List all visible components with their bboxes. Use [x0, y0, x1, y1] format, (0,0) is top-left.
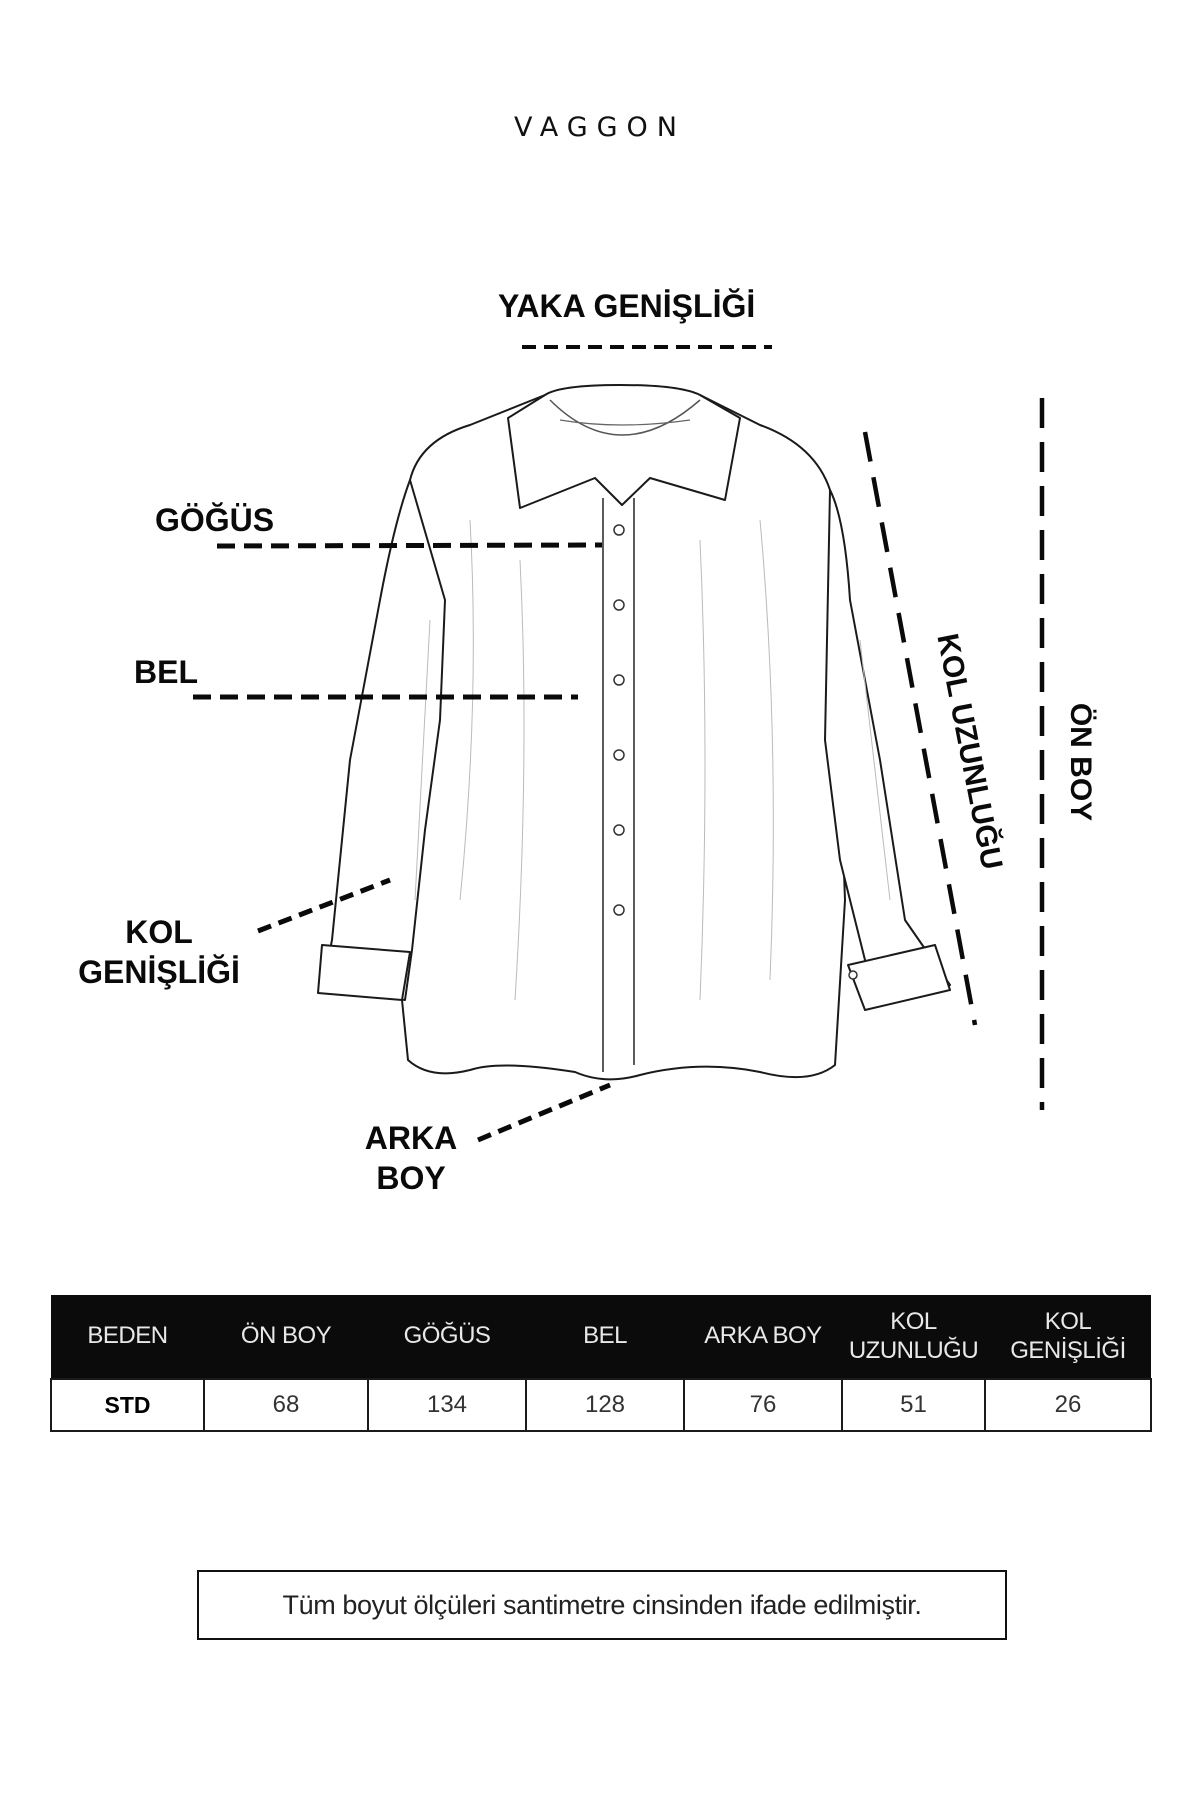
header-bel: BEL: [526, 1295, 684, 1379]
cell-bel: 128: [525, 1378, 685, 1432]
label-kol-genisligi: KOL GENİŞLİĞİ: [68, 912, 250, 992]
header-kol-uzunlugu: KOL UZUNLUĞU: [842, 1295, 985, 1379]
cell-kol-genisligi: 26: [984, 1378, 1152, 1432]
header-on-boy: ÖN BOY: [204, 1295, 368, 1379]
shirt-illustration: [317, 384, 951, 1081]
label-arka-boy-line2: BOY: [376, 1160, 446, 1196]
cell-arka-boy: 76: [683, 1378, 843, 1432]
label-gogus: GÖĞÜS: [155, 502, 275, 538]
note-text: Tüm boyut ölçüleri santimetre cinsinden …: [282, 1589, 922, 1620]
label-kol-genisligi-line1: KOL: [125, 914, 193, 950]
shirt-collar: [507, 384, 741, 509]
kol-genisligi-line: [257, 877, 391, 934]
cell-kol-uzunlugu: 51: [841, 1378, 986, 1432]
placket: [602, 498, 635, 1072]
label-on-boy: ÖN BOY: [1064, 702, 1097, 822]
header-beden: BEDEN: [51, 1295, 204, 1379]
header-kol-genisligi: KOL GENİŞLİĞİ: [985, 1295, 1151, 1379]
cell-gogus: 134: [367, 1378, 527, 1432]
label-yaka-genisligi: YAKA GENİŞLİĞİ: [498, 288, 756, 324]
brand-logo: VAGGON: [513, 112, 687, 143]
label-arka-boy-line1: ARKA: [364, 1120, 458, 1156]
right-cuff: [847, 944, 951, 1011]
cell-size: STD: [50, 1378, 205, 1432]
measurement-unit-note: Tüm boyut ölçüleri santimetre cinsinden …: [197, 1570, 1007, 1640]
shirt-buttons: [613, 524, 858, 980]
label-arka-boy: ARKA BOY: [355, 1118, 467, 1198]
arka-boy-line: [477, 1082, 611, 1143]
shirt-body: [399, 394, 846, 1081]
table-header-row: BEDEN ÖN BOY GÖĞÜS BEL ARKA BOY KOL UZUN…: [51, 1295, 1151, 1379]
kol-uzunlugu-line: [862, 431, 978, 1026]
left-cuff: [317, 944, 411, 1001]
shirt-left-sleeve: [321, 479, 446, 1001]
label-bel: BEL: [134, 654, 198, 690]
size-chart-table: BEDEN ÖN BOY GÖĞÜS BEL ARKA BOY KOL UZUN…: [50, 1295, 1152, 1432]
label-kol-genisligi-line2: GENİŞLİĞİ: [78, 954, 240, 990]
header-gogus: GÖĞÜS: [368, 1295, 526, 1379]
gogus-line: [216, 542, 603, 549]
header-arka-boy: ARKA BOY: [684, 1295, 842, 1379]
measurement-lines: [193, 345, 1045, 1143]
table-row: STD 68 134 128 76 51 26: [50, 1378, 1152, 1432]
cell-on-boy: 68: [203, 1378, 369, 1432]
collar-inner: [549, 399, 701, 436]
